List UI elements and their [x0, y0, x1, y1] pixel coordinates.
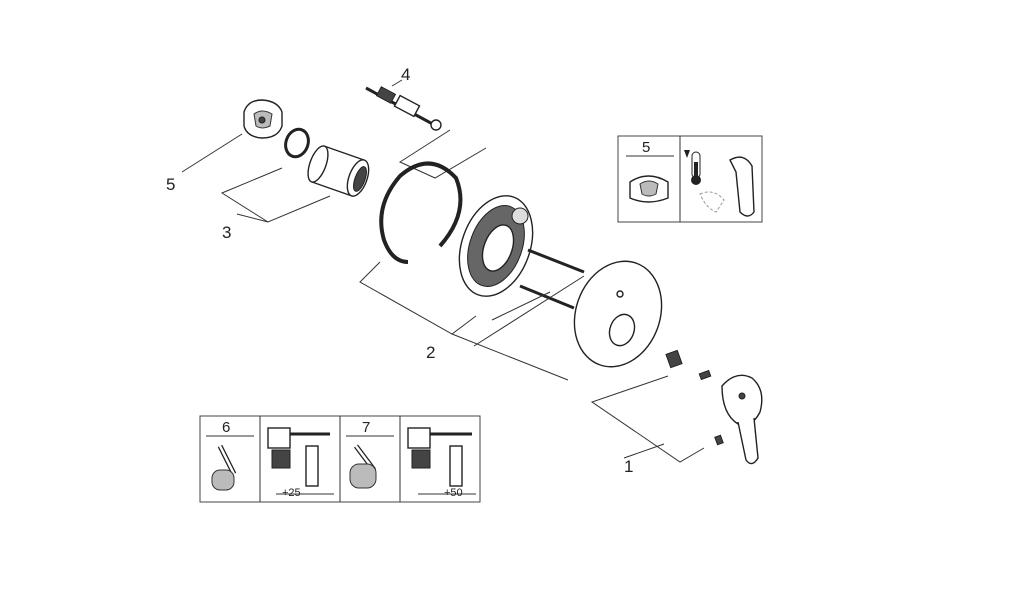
leader-4 — [391, 79, 403, 87]
box-6-dimension: +25 — [282, 487, 301, 499]
part-1-lever-handle — [714, 374, 763, 465]
box-6-valve-icon — [267, 427, 334, 495]
part-4-cartridge — [365, 86, 442, 131]
callout-4: 4 — [401, 65, 410, 84]
o-ring — [284, 127, 310, 159]
escutcheon — [573, 260, 663, 368]
leader-5 — [181, 133, 243, 173]
leader-1 — [590, 375, 705, 463]
leader-2 — [359, 261, 477, 335]
box-7-valve-icon — [407, 427, 476, 495]
box-6-number: 6 — [222, 419, 230, 436]
box-7-number: 7 — [362, 419, 370, 436]
callout-5: 5 — [166, 175, 175, 194]
leader-3 — [220, 167, 331, 223]
grub-screw — [698, 369, 712, 381]
info-box-6-7: 6 +25 7 +50 — [199, 415, 481, 503]
callout-3: 3 — [222, 223, 231, 242]
part-3-sleeve — [307, 145, 370, 197]
spring-clip — [379, 161, 463, 264]
screw-upper — [527, 248, 585, 274]
box-5-number: 5 — [642, 139, 650, 156]
callout-1: 1 — [624, 457, 633, 476]
thermometer-icon — [684, 150, 701, 185]
extension-sleeve-icon — [349, 444, 377, 489]
info-box-5: 5 — [617, 135, 763, 223]
box-5-handle-icon — [699, 156, 755, 217]
callout-2: 2 — [426, 343, 435, 362]
box-7-dimension: +50 — [444, 487, 463, 499]
mounting-plate — [458, 195, 534, 297]
extension-rod-icon — [211, 444, 237, 491]
adapter-nut — [665, 349, 683, 369]
screw-lower — [519, 284, 575, 310]
box-5-cap-icon — [629, 175, 669, 203]
part-5-cap — [243, 99, 283, 139]
